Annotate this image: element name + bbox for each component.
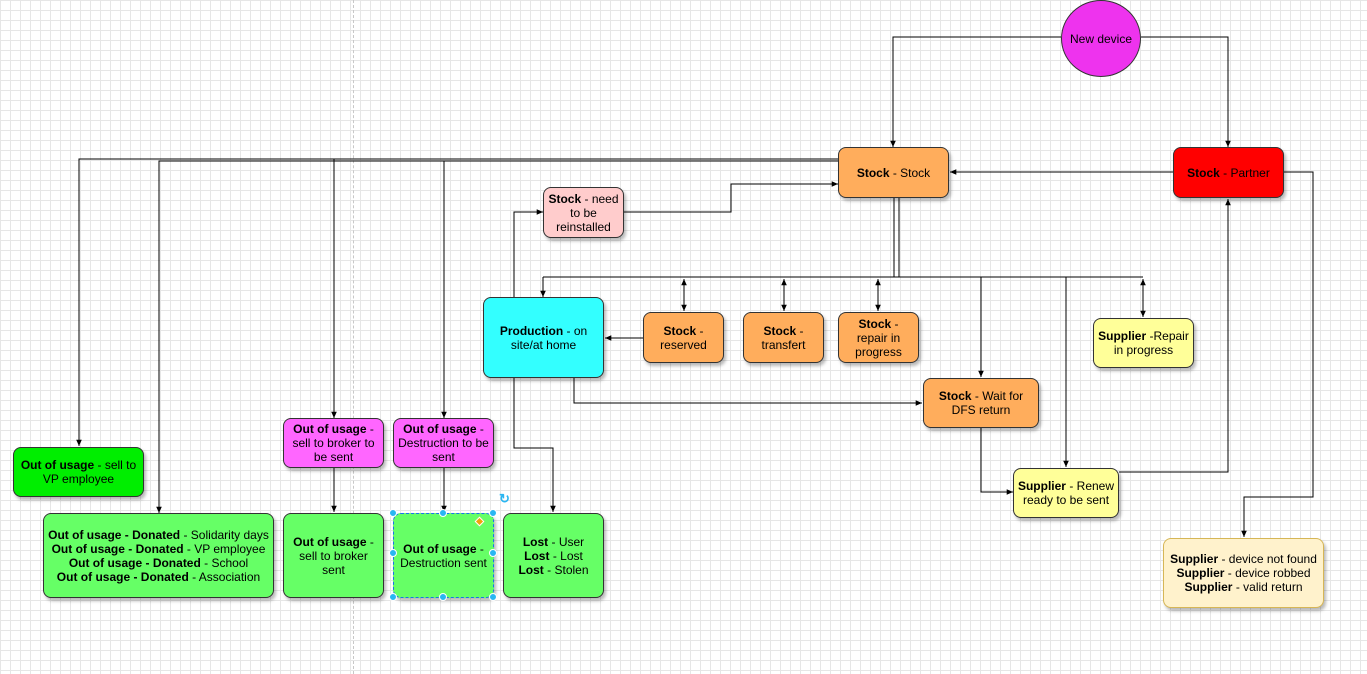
node-label: Out of usage - Destruction sent	[400, 541, 487, 570]
node-stock-wait-dfs[interactable]: Stock - Wait for DFS return	[923, 378, 1039, 428]
edge-newdevice-partner[interactable]	[1141, 36, 1231, 147]
edge-renew-partner[interactable]	[1119, 199, 1231, 473]
resize-handle-w[interactable]	[389, 549, 397, 557]
node-supplier-repair[interactable]: Supplier -Repair in progress	[1093, 318, 1194, 368]
edge-stock-out-branches[interactable]	[76, 158, 838, 446]
resize-handle-sw[interactable]	[389, 593, 397, 601]
node-stock-reinstall[interactable]: Stock - need to be reinstalled	[543, 187, 624, 238]
node-out-broker-sent[interactable]: Out of usage - sell to broker sent	[283, 513, 384, 598]
node-label: Out of usage - sell to broker sent	[293, 534, 374, 577]
node-out-broker-tobe[interactable]: Out of usage - sell to broker to be sent	[283, 418, 384, 468]
resize-handle-ne[interactable]	[489, 509, 497, 517]
node-label: Stock - Partner	[1187, 165, 1270, 180]
node-label: Stock - need to be reinstalled	[548, 191, 619, 234]
edge-production-lost[interactable]	[513, 378, 556, 512]
edge-partner-supplier-final[interactable]	[1241, 171, 1314, 537]
edge-reinstall-stock[interactable]	[624, 181, 838, 213]
node-label: Out of usage - sell to VP employee	[20, 458, 137, 486]
rotate-icon[interactable]: ↻	[499, 491, 510, 506]
page-break-line	[353, 0, 354, 674]
edge-waitdfs-renew[interactable]	[980, 428, 1013, 495]
node-stock-reserved[interactable]: Stock - reserved	[643, 312, 724, 363]
edge-newdevice-stock[interactable]	[890, 36, 1061, 147]
node-out-sell-vp[interactable]: Out of usage - sell to VP employee	[13, 447, 144, 497]
node-stock-stock[interactable]: Stock - Stock	[838, 147, 949, 198]
node-label: Lost - User Lost - Lost Lost - Stolen	[518, 534, 589, 577]
node-lost[interactable]: Lost - User Lost - Lost Lost - Stolen	[503, 513, 604, 598]
node-label: Stock - Stock	[856, 165, 931, 180]
node-stock-repair[interactable]: Stock - repair in progress	[838, 312, 919, 363]
node-out-donated[interactable]: Out of usage - Donated - Solidarity days…	[43, 513, 274, 598]
edge-stock-donated[interactable]	[156, 160, 838, 513]
node-label: Supplier -Repair in progress	[1098, 329, 1189, 357]
node-label: Supplier - Renew ready to be sent	[1017, 479, 1115, 507]
node-label: New device	[1069, 31, 1133, 46]
node-label: Stock - Wait for DFS return	[938, 389, 1024, 417]
node-production[interactable]: Production - on site/at home	[483, 297, 604, 378]
node-label: Stock - reserved	[660, 323, 707, 352]
resize-handle-n[interactable]	[439, 509, 447, 517]
node-label: Production - on site/at home	[499, 323, 588, 352]
node-label: Out of usage - Destruction to be sent	[398, 422, 489, 464]
edge-production-reinstall[interactable]	[513, 209, 543, 298]
node-new-device[interactable]: New device	[1061, 0, 1141, 77]
node-label: Stock - transfert	[761, 323, 806, 352]
resize-handle-e[interactable]	[489, 549, 497, 557]
node-stock-transfert[interactable]: Stock - transfert	[743, 312, 824, 363]
node-supplier-renew[interactable]: Supplier - Renew ready to be sent	[1013, 468, 1119, 518]
resize-handle-nw[interactable]	[389, 509, 397, 517]
node-label: Out of usage - sell to broker to be sent	[292, 422, 375, 464]
node-label: Out of usage - Donated - Solidarity days…	[48, 527, 269, 584]
node-label: Supplier - device not found Supplier - d…	[1170, 552, 1317, 594]
resize-handle-se[interactable]	[489, 593, 497, 601]
node-supplier-final[interactable]: Supplier - device not found Supplier - d…	[1163, 538, 1324, 608]
node-out-destruction-tobe[interactable]: Out of usage - Destruction to be sent	[393, 418, 494, 468]
edge-production-waitdfs[interactable]	[573, 378, 922, 406]
node-stock-partner[interactable]: Stock - Partner	[1173, 147, 1284, 198]
node-label: Stock - repair in progress	[855, 316, 902, 359]
resize-handle-s[interactable]	[439, 593, 447, 601]
